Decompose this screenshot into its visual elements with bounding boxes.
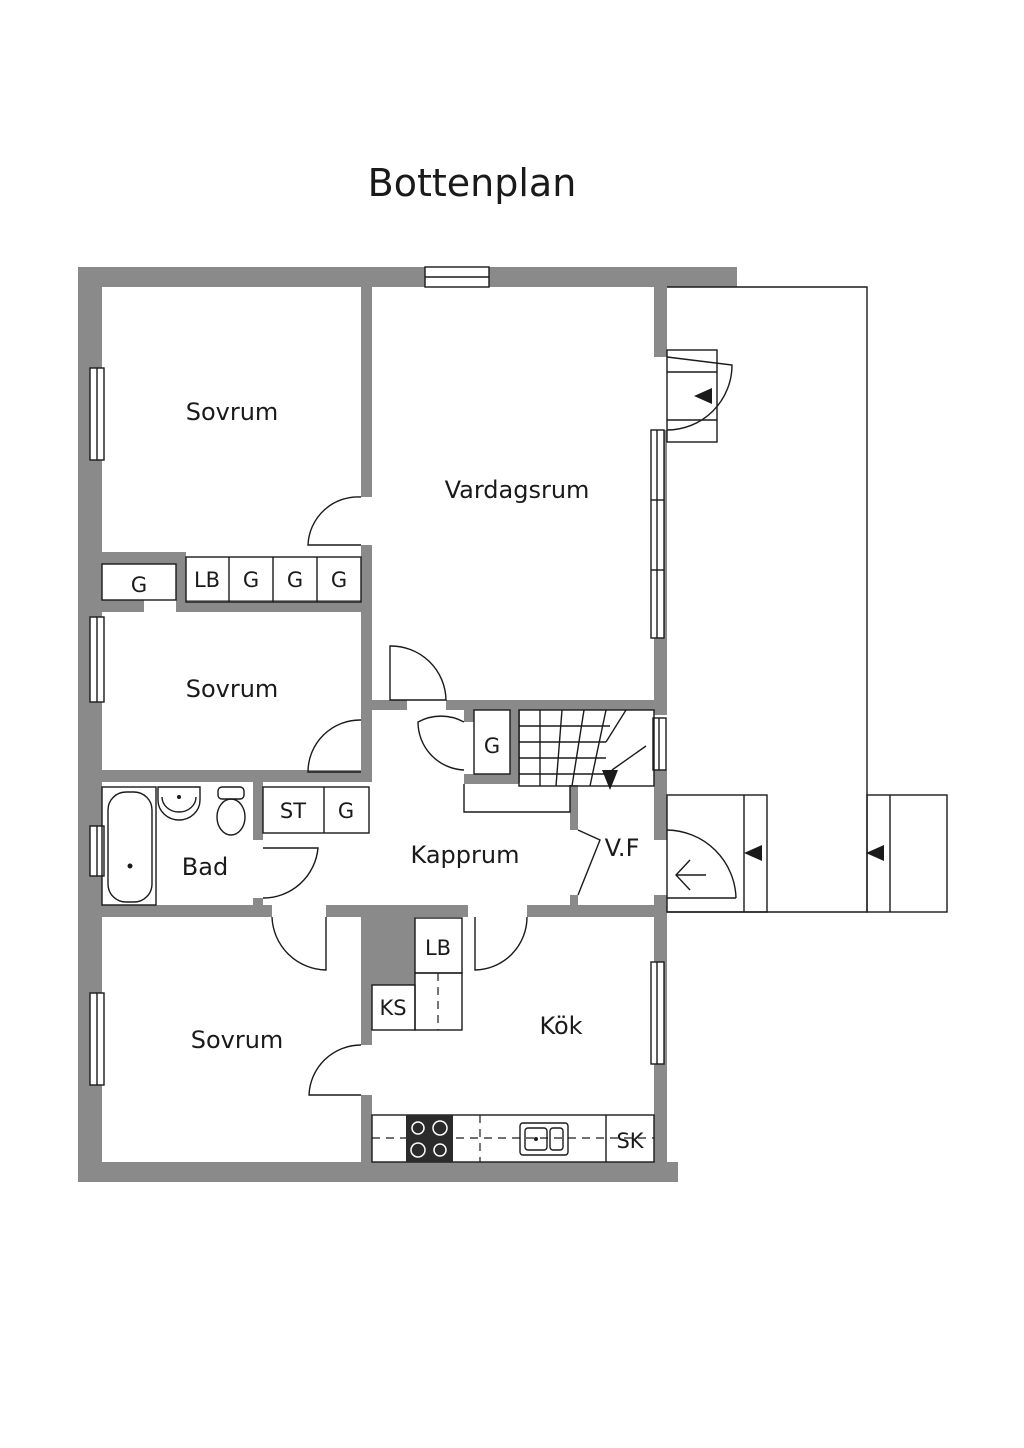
closet-label-g-hall: G	[484, 734, 500, 758]
room-label-sovrum-bottom: Sovrum	[191, 1026, 284, 1054]
closet-label-lb: LB	[194, 568, 220, 592]
washbasin-icon	[157, 786, 201, 821]
arrow-left-icon	[866, 845, 884, 861]
bathtub-icon	[107, 791, 153, 903]
room-label-kok: Kök	[539, 1012, 582, 1040]
kitchen-sink-icon	[519, 1122, 569, 1156]
arrow-down-icon	[602, 770, 618, 790]
fixture-label-st: ST	[280, 799, 306, 823]
exterior-deck	[666, 286, 948, 913]
plan-title: Bottenplan	[368, 161, 577, 205]
entrance-arrow-icon	[675, 859, 706, 891]
room-label-bad: Bad	[182, 853, 228, 881]
arrow-left-icon	[694, 388, 712, 404]
doors	[262, 356, 737, 1096]
toilet-icon	[216, 786, 246, 836]
windows	[89, 266, 667, 1086]
walls	[78, 267, 737, 1182]
room-label-sovrum-mid: Sovrum	[186, 675, 279, 703]
staircase	[463, 709, 655, 813]
arrow-left-icon	[744, 845, 762, 861]
bathroom-fixtures	[101, 786, 246, 906]
fixture-label-g-bath: G	[338, 799, 354, 823]
fixture-labels: G LB G G G G ST G LB KS SK	[131, 568, 645, 1153]
closet-label-g1: G	[243, 568, 259, 592]
closet-label-g2: G	[287, 568, 303, 592]
fixture-label-ks: KS	[379, 996, 406, 1020]
room-label-vf: V.F	[605, 834, 640, 862]
closet-label-g3: G	[331, 568, 347, 592]
closets	[101, 556, 655, 1163]
closet-label-g-left: G	[131, 573, 147, 597]
room-label-vardagsrum: Vardagsrum	[445, 476, 590, 504]
fixture-label-lb-kitchen: LB	[425, 936, 451, 960]
room-label-kapprum: Kapprum	[411, 841, 520, 869]
room-labels: Sovrum Vardagsrum Sovrum Bad Kapprum V.F…	[182, 398, 640, 1054]
room-label-sovrum-top: Sovrum	[186, 398, 279, 426]
fixture-label-sk: SK	[616, 1129, 644, 1153]
